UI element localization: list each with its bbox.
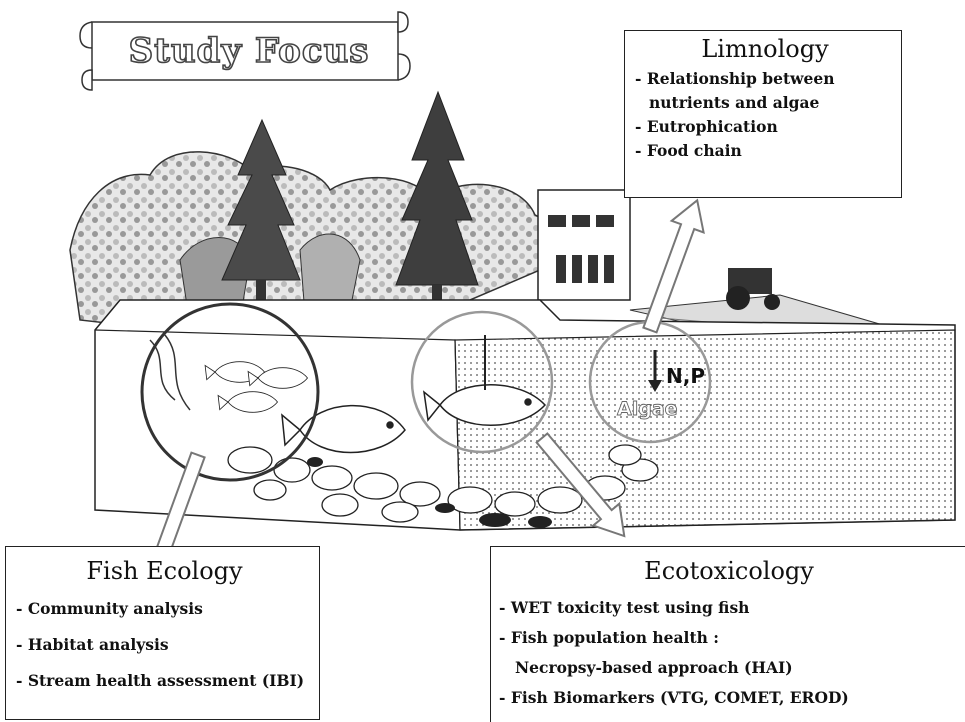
study-focus-title: Study Focus: [104, 28, 394, 74]
fish-ecology-title: Fish Ecology: [16, 557, 313, 585]
limnology-box: Limnology - Relationship between nutrien…: [624, 30, 902, 198]
ecotoxicology-box: Ecotoxicology - WET toxicity test using …: [490, 546, 965, 722]
list-item: Necropsy-based approach (HAI): [499, 653, 959, 683]
factory-building: [538, 190, 630, 300]
list-item: - Eutrophication: [635, 115, 895, 139]
nutrients-label: N,P: [666, 364, 705, 388]
algae-label: Algae: [617, 398, 678, 420]
fish-ecology-list: - Community analysis - Habitat analysis …: [16, 591, 313, 699]
list-item: - Habitat analysis: [16, 627, 313, 663]
list-item: - Fish population health :: [499, 623, 959, 653]
list-item: - Community analysis: [16, 591, 313, 627]
limnology-title: Limnology: [635, 35, 895, 63]
list-item: - Food chain: [635, 139, 895, 163]
list-item: - Fish Biomarkers (VTG, COMET, EROD): [499, 683, 959, 713]
ecotoxicology-title: Ecotoxicology: [499, 557, 959, 585]
forest-illustration: [70, 92, 553, 330]
limnology-list: - Relationship between nutrients and alg…: [635, 67, 895, 163]
fish-ecology-box: Fish Ecology - Community analysis - Habi…: [5, 546, 320, 720]
ecotoxicology-list: - WET toxicity test using fish - Fish po…: [499, 593, 959, 713]
list-item: - WET toxicity test using fish: [499, 593, 959, 623]
list-item: nutrients and algae: [635, 91, 895, 115]
list-item: - Stream health assessment (IBI): [16, 663, 313, 699]
list-item: - Relationship between: [635, 67, 895, 91]
